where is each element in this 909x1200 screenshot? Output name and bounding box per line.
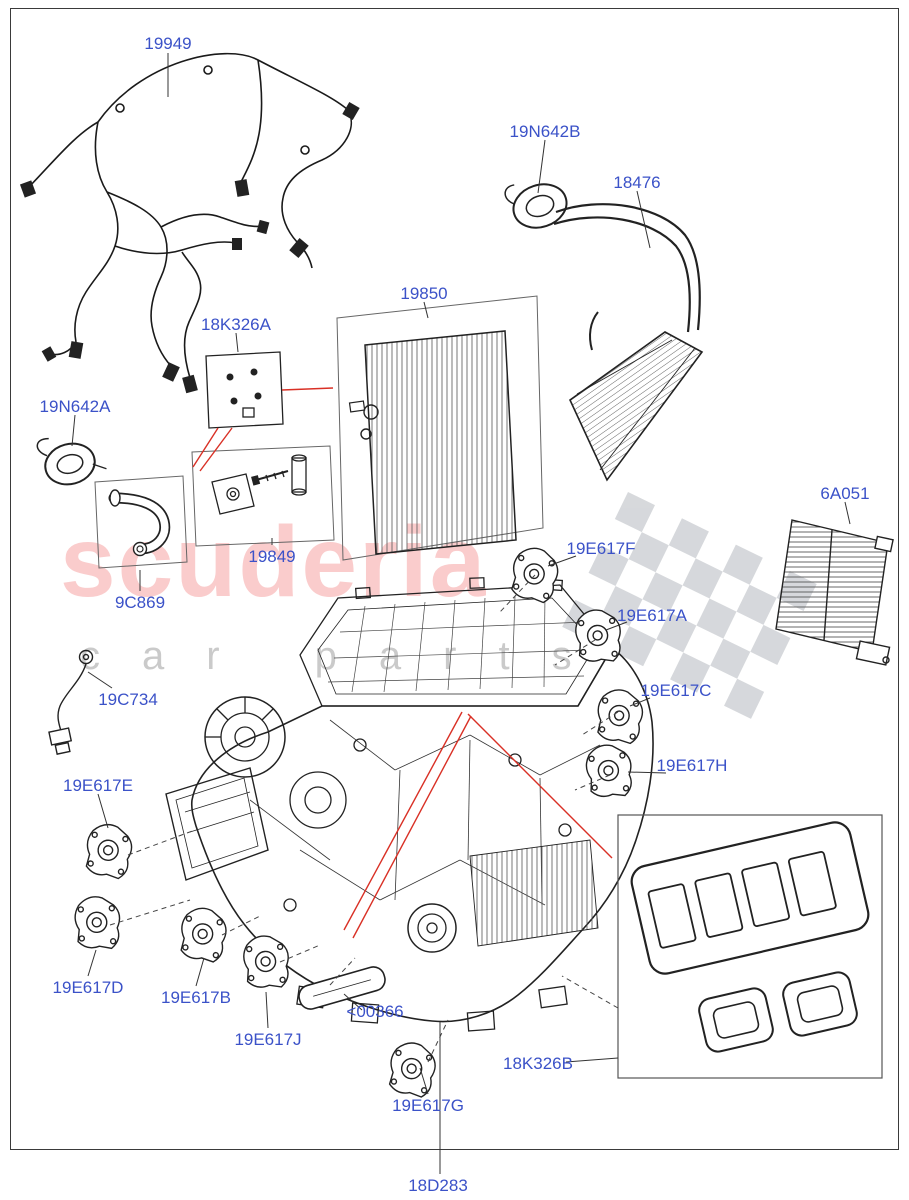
dashed-assembly-lines xyxy=(109,574,619,1063)
part-label-19850[interactable]: 19850 xyxy=(400,284,448,303)
heater-core-18476 xyxy=(553,203,704,482)
part-label-18476[interactable]: 18476 xyxy=(613,173,661,192)
actuator-19E617J xyxy=(241,932,293,992)
label-leader-lines xyxy=(71,53,851,1174)
part-label-19E617E[interactable]: 19E617E xyxy=(63,776,133,795)
part-label-19E617C[interactable]: 19E617C xyxy=(640,681,712,700)
part-label-19849[interactable]: 19849 xyxy=(248,547,296,566)
part-label-19C734[interactable]: 19C734 xyxy=(98,690,158,709)
actuator-19E617C xyxy=(595,687,645,745)
foam-seal-00366 xyxy=(298,966,386,1010)
part-label-19N642A[interactable]: 19N642A xyxy=(39,397,111,416)
actuator-19E617F xyxy=(508,544,562,605)
valve-kit-19849 xyxy=(191,445,335,547)
hvac-main-unit xyxy=(165,577,654,1032)
part-label-19E617G[interactable]: 19E617G xyxy=(392,1096,464,1115)
actuator-19E617G xyxy=(386,1039,439,1099)
part-label-19N642B[interactable]: 19N642B xyxy=(509,122,581,141)
hose-9C869 xyxy=(94,475,188,569)
part-label-18K326A[interactable]: 18K326A xyxy=(201,315,271,334)
plate-18K326A xyxy=(205,351,284,429)
actuator-19E617H xyxy=(583,741,636,801)
grommet-19N642B xyxy=(504,183,568,229)
actuator-19E617B xyxy=(178,905,229,964)
aux-heater-6A051 xyxy=(775,519,894,666)
part-label-00366[interactable]: <00366 xyxy=(346,1002,404,1021)
actuator-19E617E xyxy=(83,821,135,881)
part-label-19E617B[interactable]: 19E617B xyxy=(161,988,231,1007)
grommet-19N642A xyxy=(36,437,107,486)
diagram-border xyxy=(10,8,899,1150)
gasket-kit-18K326B xyxy=(617,814,883,1079)
evaporator-19850 xyxy=(336,295,544,561)
part-label-19949[interactable]: 19949 xyxy=(144,34,192,53)
part-label-18D283[interactable]: 18D283 xyxy=(408,1176,468,1195)
actuator-19E617D xyxy=(73,894,123,952)
watermark-tagline: car parts xyxy=(80,634,614,678)
part-label-19E617F[interactable]: 19E617F xyxy=(566,539,636,558)
part-label-19E617A[interactable]: 19E617A xyxy=(617,606,687,625)
part-label-18K326B[interactable]: 18K326B xyxy=(503,1054,573,1073)
part-label-19E617H[interactable]: 19E617H xyxy=(656,756,728,775)
part-label-9C869[interactable]: 9C869 xyxy=(114,593,166,612)
red-reference-lines xyxy=(192,387,613,939)
part-label-19E617D[interactable]: 19E617D xyxy=(52,978,124,997)
part-label-6A051[interactable]: 6A051 xyxy=(820,484,870,503)
wiring-harness xyxy=(19,52,360,394)
part-label-19E617J[interactable]: 19E617J xyxy=(234,1030,302,1049)
sensor-19C734 xyxy=(48,649,94,755)
